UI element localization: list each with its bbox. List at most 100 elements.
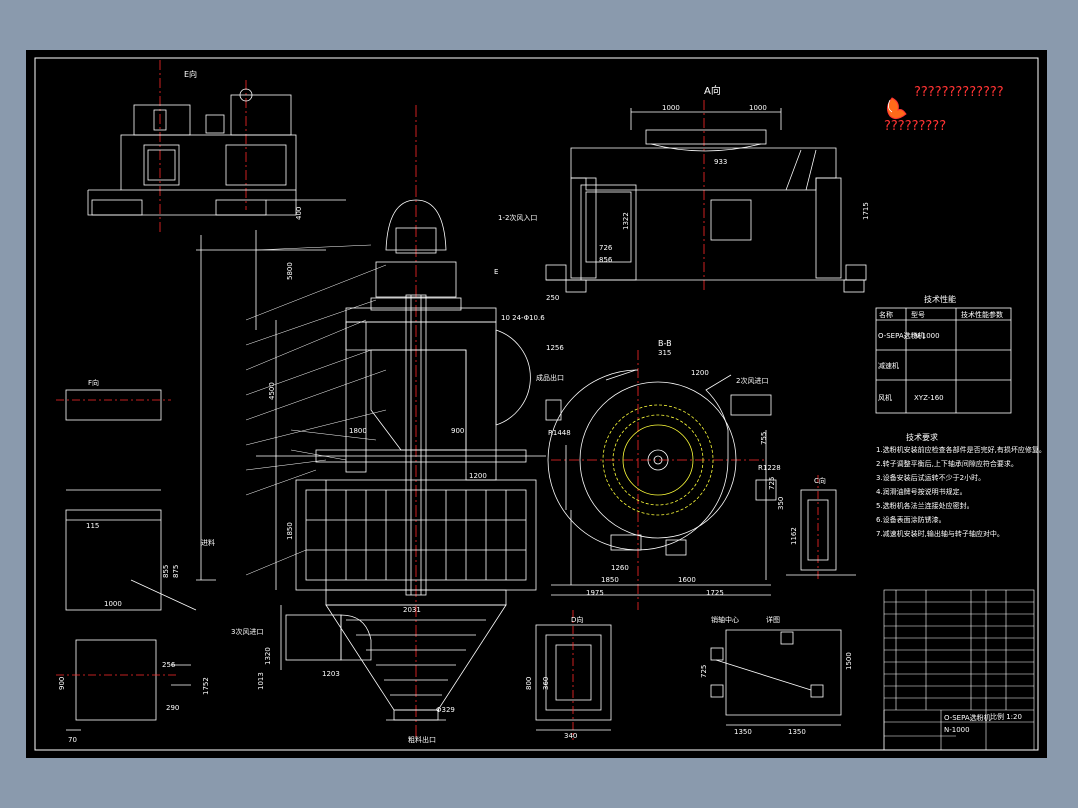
inlet-1-2: 1-2次风入口 xyxy=(498,213,537,222)
dim-856: 856 xyxy=(599,256,613,264)
f-view-label: F向 xyxy=(88,378,99,387)
tech-h2: 型号 xyxy=(911,310,925,319)
dim-1725: 1725 xyxy=(706,589,724,597)
dim-755: 755 xyxy=(760,432,768,445)
dim-726: 726 xyxy=(599,244,613,252)
dim-855: 855 xyxy=(162,565,170,578)
dim-4500: 4500 xyxy=(268,382,276,400)
dim-360: 360 xyxy=(542,677,550,690)
dim-1800: 1800 xyxy=(349,427,367,435)
dim-1350a: 1350 xyxy=(734,728,752,736)
dim-1260: 1260 xyxy=(611,564,629,572)
dim-800: 800 xyxy=(525,677,533,690)
dim-1013: 1013 xyxy=(257,672,265,690)
mark-e: E xyxy=(494,268,498,276)
dim-315: 315 xyxy=(658,349,671,357)
inlet-2: 2次风进口 xyxy=(736,376,768,385)
dim-1200: 1200 xyxy=(469,472,487,480)
note-6: 6.设备表面涂防锈漆。 xyxy=(876,515,946,524)
dim-1500: 1500 xyxy=(845,652,853,670)
tech-r1c1: O-SEPA选粉机 xyxy=(878,331,925,340)
f-view xyxy=(56,389,197,731)
c-view-label: C向 xyxy=(814,476,826,485)
r-1228: R1228 xyxy=(758,464,781,472)
dim-400: 400 xyxy=(295,207,303,220)
dim-290: 290 xyxy=(166,704,179,712)
dim-5800: 5800 xyxy=(286,262,294,280)
tech-r2c1: 减速机 xyxy=(878,361,899,370)
tech-r3c1: 风机 xyxy=(878,393,892,402)
dim-a-1000-right: 1000 xyxy=(749,104,767,112)
r-1448: R1448 xyxy=(548,429,571,437)
cad-drawing: E向 xyxy=(34,57,1046,751)
flange-note: 10 24-Φ10.6 xyxy=(501,314,545,322)
dim-350: 350 xyxy=(777,497,785,510)
logo-line2: ????????? xyxy=(884,119,946,134)
product-outlet: 成品出口 xyxy=(536,373,564,382)
leader-lines xyxy=(245,244,387,576)
dim-725b: 725 xyxy=(700,665,708,678)
drawing-sheet: E向 xyxy=(26,50,1047,758)
note-4: 4.润滑油牌号按说明书规定。 xyxy=(876,487,967,496)
note-3: 3.设备安装后试运转不少于2小时。 xyxy=(876,473,985,482)
dim-256: 256 xyxy=(162,661,176,669)
d-view-label: D向 xyxy=(571,615,583,624)
c-view xyxy=(786,475,856,580)
note-1: 1.选粉机安装前应检查各部件是否完好,有损坏应修复。 xyxy=(876,445,1046,454)
tech-r1c2: N-1000 xyxy=(914,332,940,340)
dim-933: 933 xyxy=(714,158,727,166)
notes-title: 技术要求 xyxy=(906,432,938,442)
parts-list xyxy=(883,589,1035,751)
dim-1200b: 1200 xyxy=(691,369,709,377)
tech-r3c2: XYZ-160 xyxy=(914,394,944,402)
dim-1975: 1975 xyxy=(586,589,604,597)
note-7: 7.减速机安装时,输出轴与转子轴应对中。 xyxy=(876,529,1004,538)
dim-1000c: 1000 xyxy=(104,600,122,608)
logo xyxy=(886,97,907,120)
inlet-3: 3次风进口 xyxy=(231,627,263,636)
dim-a-1000-left: 1000 xyxy=(662,104,680,112)
dim-70: 70 xyxy=(68,736,77,744)
tech-table-title: 技术性能 xyxy=(924,294,956,304)
dim-1320: 1320 xyxy=(264,647,272,665)
tech-table xyxy=(875,307,1012,414)
d-view xyxy=(535,610,612,740)
dim-900: 900 xyxy=(451,427,464,435)
dim-1256: 1256 xyxy=(546,344,564,352)
main-elevation xyxy=(255,105,546,740)
dim-250: 250 xyxy=(546,294,559,302)
dim-1350b: 1350 xyxy=(788,728,806,736)
dim-1162: 1162 xyxy=(790,527,798,545)
inner-border xyxy=(34,57,1039,751)
e-view xyxy=(87,60,326,581)
pin-center: 销轴中心 xyxy=(711,615,739,624)
dim-1322: 1322 xyxy=(622,212,630,230)
dim-1850: 1850 xyxy=(286,522,294,540)
phi-329: Φ329 xyxy=(436,706,455,714)
title-scale: 比例 1:20 xyxy=(990,712,1022,721)
note-5: 5.选粉机各法兰连接处应密封。 xyxy=(876,501,974,510)
detail-label: 详图 xyxy=(766,615,780,624)
logo-line1: ????????????? xyxy=(914,85,1004,100)
dim-725: 725 xyxy=(768,477,776,490)
a-view xyxy=(545,100,867,293)
e-view-label: E向 xyxy=(184,69,197,79)
title-drawing-name: O-SEPA选粉机 xyxy=(944,713,991,722)
dim-1600: 1600 xyxy=(678,576,696,584)
feed-label: 进料 xyxy=(201,538,215,547)
dim-875: 875 xyxy=(172,565,180,578)
dim-2031: 2031 xyxy=(403,606,421,614)
b-section xyxy=(545,350,777,610)
b-section-label: B-B xyxy=(658,339,672,348)
coarse-outlet: 粗料出口 xyxy=(408,735,436,744)
a-view-label: A向 xyxy=(704,84,721,97)
dim-115: 115 xyxy=(86,522,99,530)
tech-h3: 技术性能参数 xyxy=(961,310,1003,319)
dim-1203: 1203 xyxy=(322,670,340,678)
dim-900b: 900 xyxy=(58,677,66,690)
dim-340: 340 xyxy=(564,732,577,740)
dim-1715: 1715 xyxy=(862,202,870,220)
pin-detail xyxy=(710,629,842,726)
dim-1850: 1850 xyxy=(601,576,619,584)
title-code: N-1000 xyxy=(944,726,970,734)
